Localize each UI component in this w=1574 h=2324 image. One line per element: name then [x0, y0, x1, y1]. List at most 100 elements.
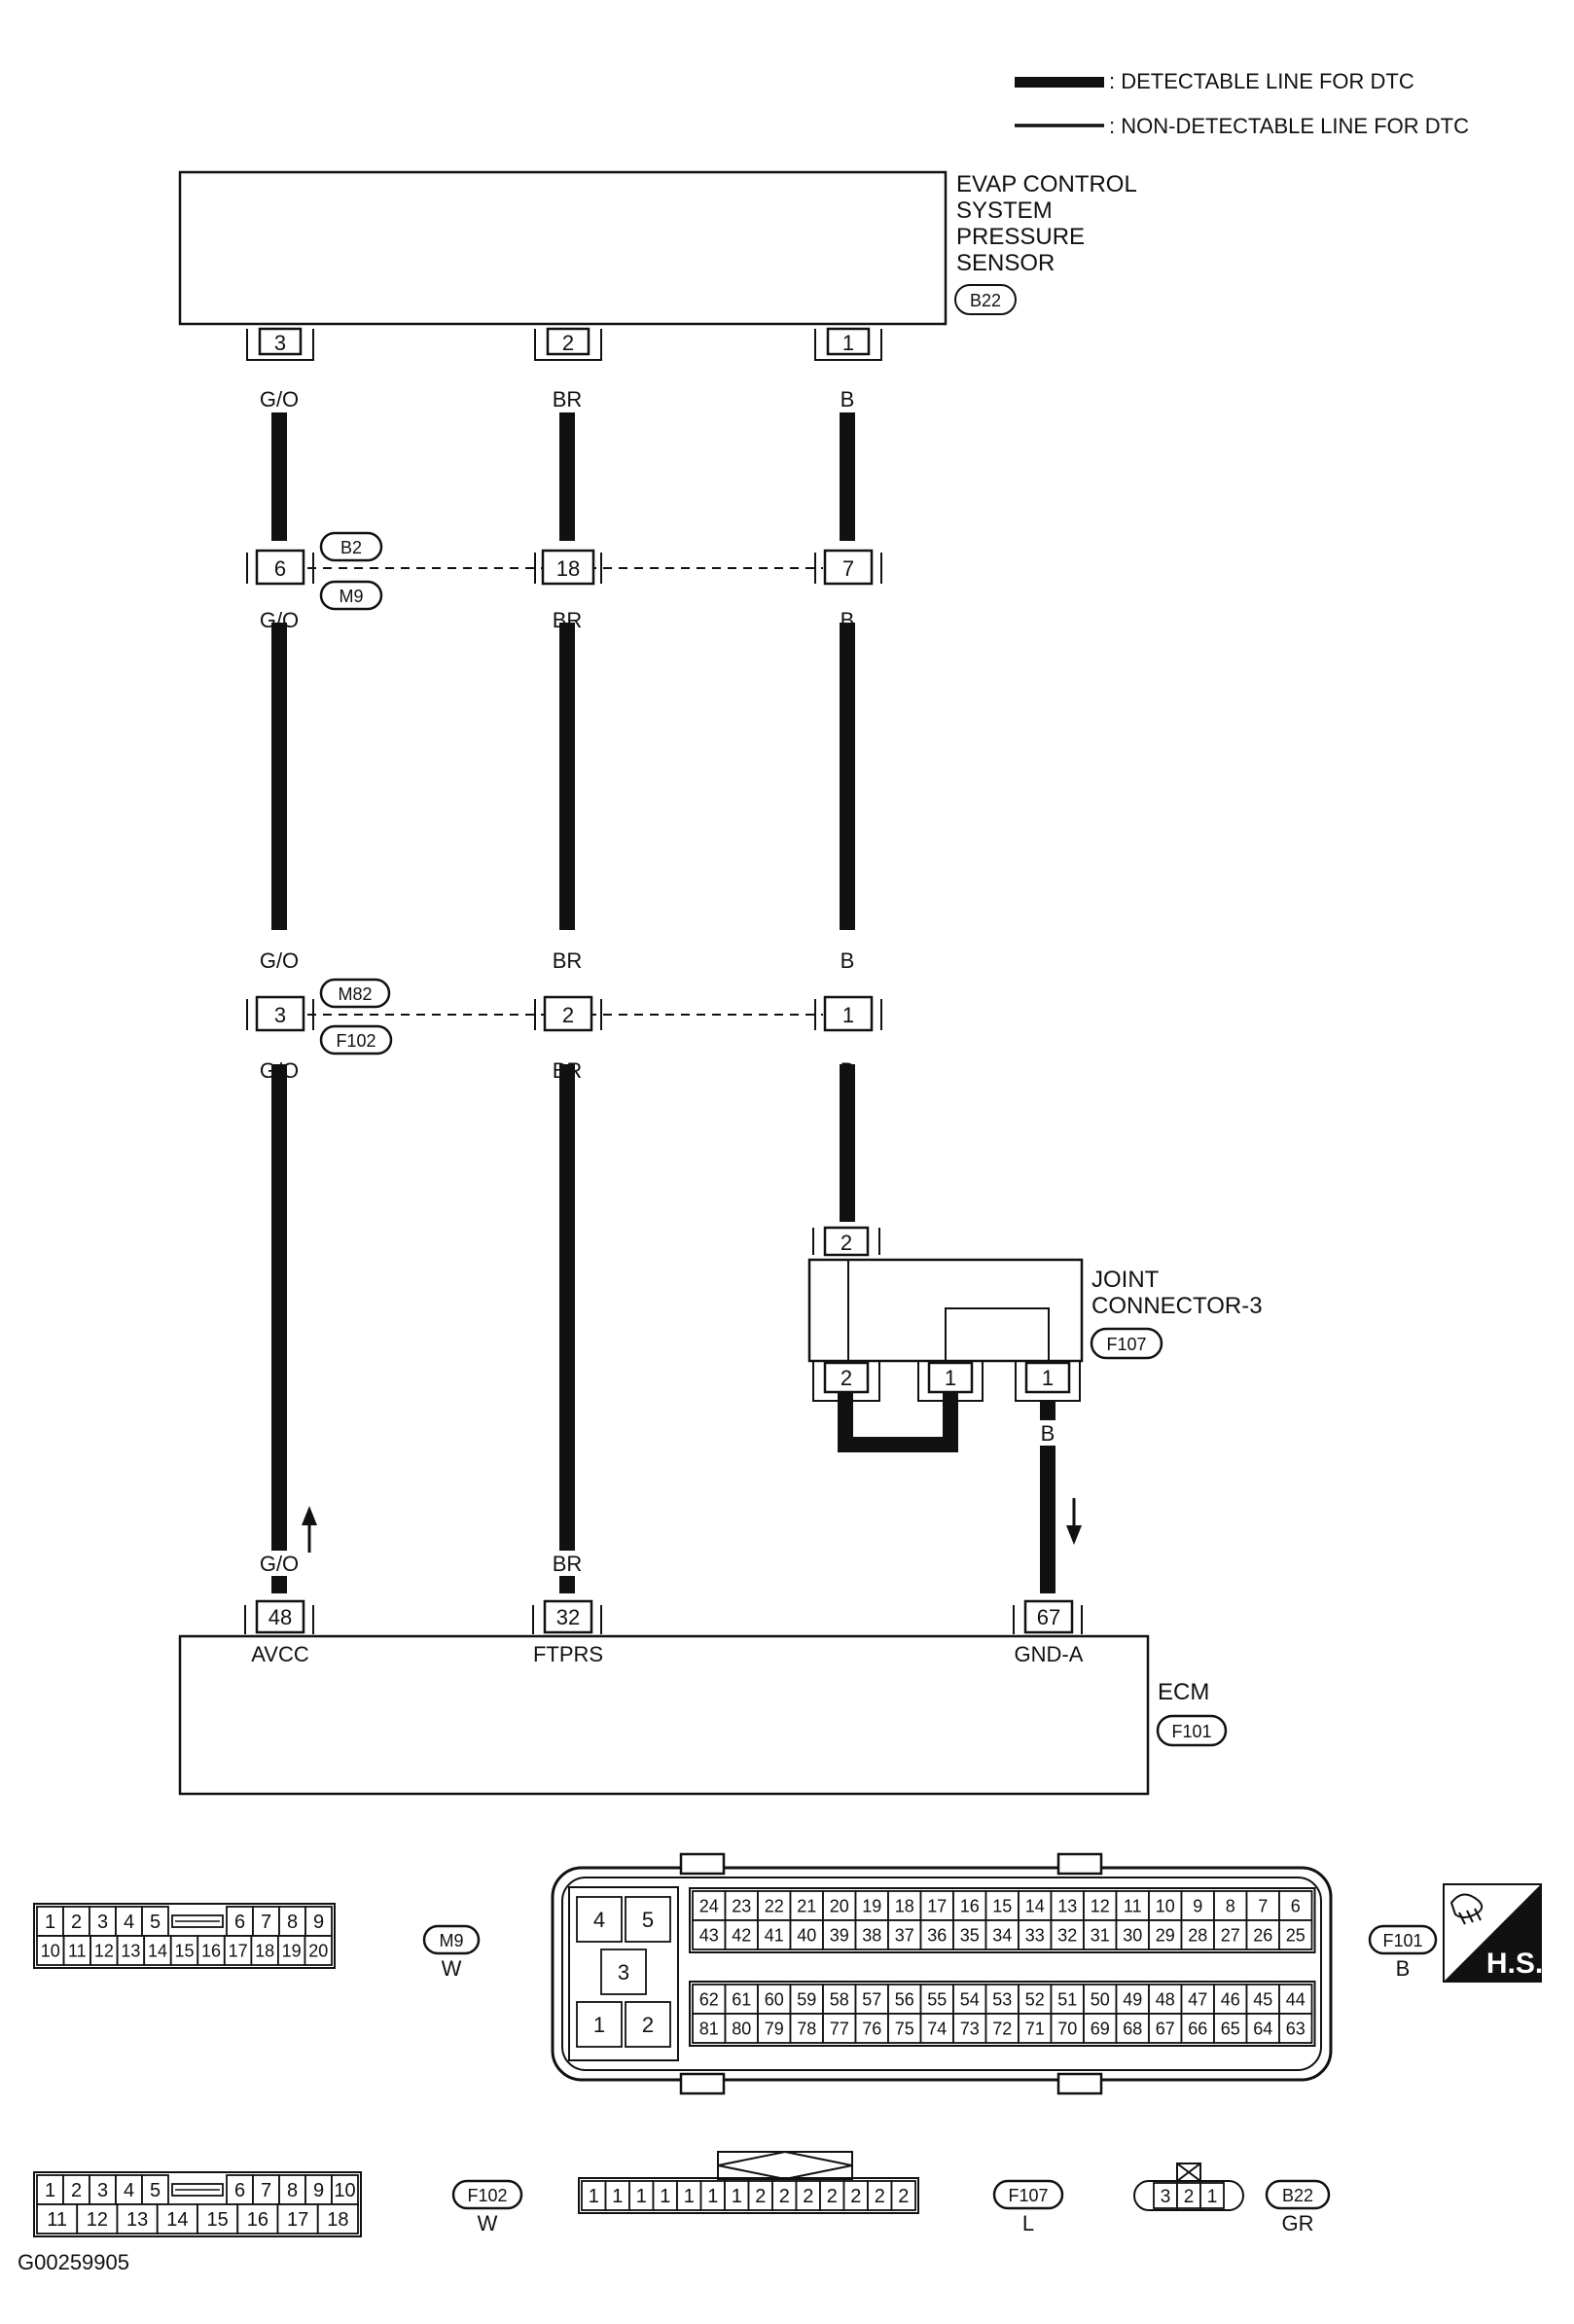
- connector-view-m9-tag-outline: [422, 1924, 481, 1955]
- connector-pin-number: 65: [1221, 2019, 1240, 2038]
- connector-pin-number: 11: [47, 2209, 67, 2231]
- connector-view-f101-pin: 12: [1083, 1890, 1118, 1921]
- connector-view-m9-pin: 7: [252, 1906, 280, 1937]
- connector-view-m9-pin: 11: [62, 1935, 91, 1966]
- wire-color-label: B: [1041, 1421, 1055, 1446]
- connector-view-m9-pin: 3: [89, 1906, 117, 1937]
- evap-sensor-pin-label: 3: [274, 331, 286, 355]
- connector-pin-number: 43: [699, 1925, 719, 1945]
- legend-detectable-label: : DETECTABLE LINE FOR DTC: [1109, 69, 1414, 93]
- connector-view-b22-pin: 1: [1199, 2182, 1225, 2209]
- connector-pin-number: 7: [261, 1912, 271, 1933]
- connector-view-f101-pin: 24: [692, 1890, 727, 1921]
- evap-sensor-pin-2: 2: [534, 327, 602, 361]
- connector-view-f101-pin: 36: [919, 1919, 954, 1950]
- connector-view-f101-pin: 46: [1213, 1984, 1248, 2015]
- connector-pin-number: 5: [150, 2180, 161, 2201]
- wire-joint-loop: [838, 1393, 958, 1452]
- connector-view-b22-tag: B22: [1282, 2186, 1313, 2205]
- hs-badge-label: H.S.: [1486, 1948, 1543, 1980]
- connector-pin-number: 16: [960, 1896, 980, 1915]
- wire-color-label: BR: [553, 608, 583, 632]
- evap-sensor-title-2: SYSTEM: [956, 197, 1053, 224]
- connector-view-f107-pin: 1: [699, 2180, 726, 2211]
- connector-view-f101-pin: 29: [1148, 1919, 1183, 1950]
- wire-color-label: G/O: [260, 948, 299, 973]
- connector-tag-b2: B2: [340, 538, 362, 557]
- inline-connector-pin-label: 7: [842, 556, 854, 581]
- connector-tag-m82-outline: [319, 978, 391, 1009]
- connector-pin-number: 56: [895, 1989, 914, 2009]
- joint-connector-title-1: JOINT: [1091, 1267, 1160, 1293]
- connector-tag-b2-outline: [319, 531, 383, 562]
- ecm-pin-48: 48: [244, 1599, 314, 1634]
- ecm: 48 32 67 AVCC FTPRS GND-A ECM F101: [178, 1599, 1228, 1796]
- connector-view-m9-pin: 19: [277, 1935, 306, 1966]
- wire-color-label: B: [841, 1058, 855, 1083]
- connector-pin-number: 13: [126, 2209, 148, 2231]
- connector-pin-number: 35: [960, 1925, 980, 1945]
- connector-tag-m82: M82: [338, 984, 372, 1004]
- connector-view-m9-pin: 9: [304, 1906, 333, 1937]
- connector-key-slot: [171, 1914, 224, 1928]
- connector-view-f101-pin: 35: [952, 1919, 987, 1950]
- connector-view-f101-pin: 10: [1148, 1890, 1183, 1921]
- connector-pin-number: 61: [732, 1989, 751, 2009]
- connector-pin-number: 19: [282, 1941, 302, 1960]
- connector-view-m9-pin: 1: [36, 1906, 64, 1937]
- connector-view-f107-pin: 1: [628, 2180, 655, 2211]
- ecm-pin-label: 67: [1037, 1605, 1060, 1629]
- connector-pin-number: 47: [1188, 1989, 1207, 2009]
- connector-pin-number: 3: [97, 2180, 108, 2201]
- connector-view-f101-pin: 76: [854, 2013, 889, 2044]
- connector-view-f101-latch: [679, 1852, 726, 1876]
- joint-connector-bottom-pin-1a: 1: [917, 1361, 984, 1402]
- connector-view-f101-pin: 78: [789, 2013, 824, 2044]
- inline-connector-pin-label: 3: [274, 1003, 286, 1027]
- signal-arrow-up: [302, 1506, 317, 1553]
- connector-pin-number: 52: [1025, 1989, 1045, 2009]
- connector-view-f101-tag-outline: [1368, 1924, 1438, 1955]
- connector-view-f101-pin: 41: [757, 1919, 792, 1950]
- connector-view-f102-pin: 10: [331, 2174, 359, 2205]
- connector-view-f107-pin: 1: [676, 2180, 702, 2211]
- connector-pin-number: 5: [642, 1908, 654, 1932]
- connector-view-m9-pin: 16: [197, 1935, 226, 1966]
- connector-view-f101-pin: 7: [1245, 1890, 1280, 1921]
- connector-view-f101-pin: 67: [1148, 2013, 1183, 2044]
- connector-view-f101-pin: 32: [1050, 1919, 1085, 1950]
- connector-pin-number: 18: [327, 2209, 348, 2231]
- figure-code: G00259905: [18, 2250, 129, 2274]
- connector-view-f101-pin: 30: [1115, 1919, 1150, 1950]
- legend-non-detectable-label: : NON-DETECTABLE LINE FOR DTC: [1109, 114, 1469, 138]
- connector-view-f102-pin: 3: [89, 2174, 117, 2205]
- joint-connector-pin-label: 2: [841, 1366, 852, 1390]
- evap-sensor-title-3: PRESSURE: [956, 224, 1085, 250]
- connector-pin-number: 1: [45, 1912, 55, 1933]
- connector-pin-number: 55: [927, 1989, 947, 2009]
- connector-view-f101-pin: 17: [919, 1890, 954, 1921]
- connector-view-m9-pin: 17: [223, 1935, 253, 1966]
- connector-pin-number: 6: [234, 2180, 245, 2201]
- connector-pin-number: 10: [334, 2180, 355, 2201]
- connector-view-m9-pin: 20: [304, 1935, 333, 1966]
- joint-connector-top-pin: 2: [812, 1226, 880, 1257]
- connector-view-f101-pin: 39: [822, 1919, 857, 1950]
- connector-view-f102-pin: 18: [316, 2203, 359, 2235]
- connector-view-m9-tag: M9: [439, 1931, 463, 1950]
- connector-pin-number: 28: [1188, 1925, 1207, 1945]
- connector-view-f101-pin: 64: [1245, 2013, 1280, 2044]
- connector-pin-number: 1: [707, 2186, 718, 2207]
- connector-pin-number: 17: [287, 2209, 308, 2231]
- inline-connector-2-pin-2: 2: [534, 995, 602, 1032]
- connector-pin-number: 2: [755, 2186, 766, 2207]
- connector-pin-number: 50: [1091, 1989, 1110, 2009]
- connector-pin-number: 19: [862, 1896, 881, 1915]
- connector-view-f101-pin: 14: [1018, 1890, 1053, 1921]
- connector-view-f101-pin: 59: [789, 1984, 824, 2015]
